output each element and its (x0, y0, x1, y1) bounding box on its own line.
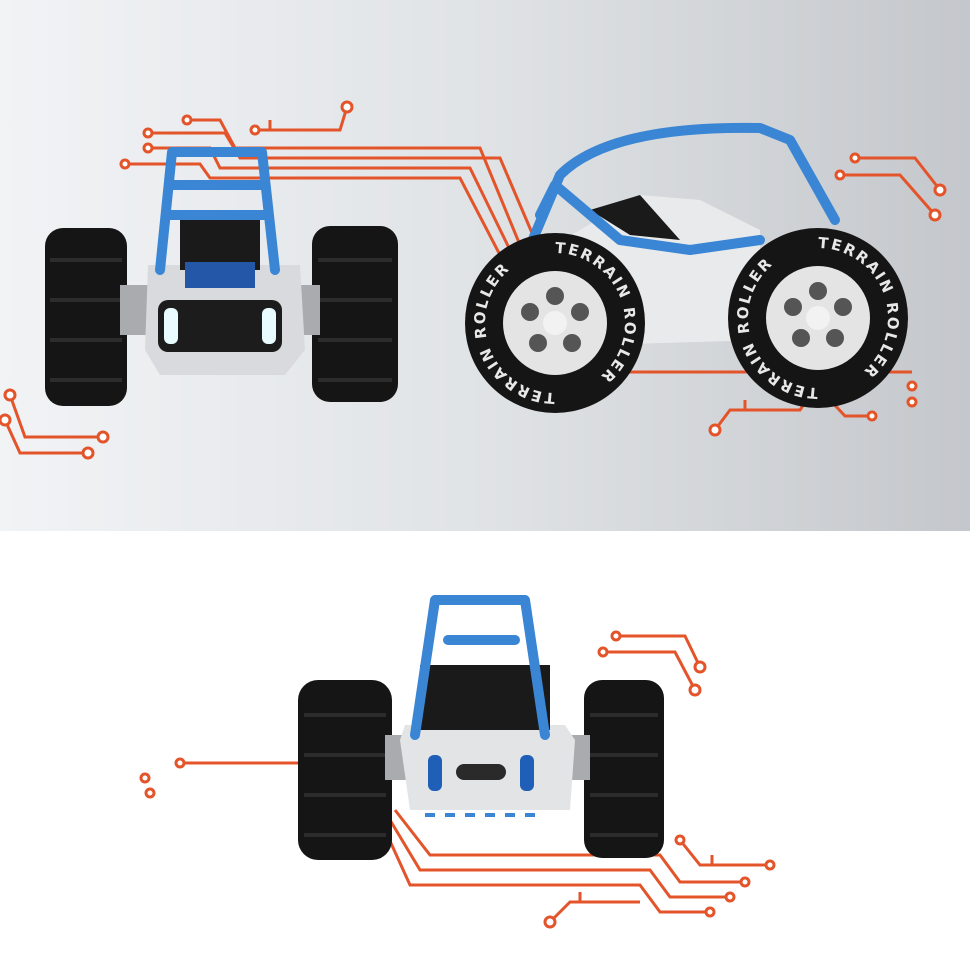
side-front-wheel: TERRAIN ROLLER TERRAIN ROLLER (728, 228, 908, 408)
car-side-view: TERRAIN ROLLER TERRAIN ROLLER TERRAIN RO… (465, 122, 908, 413)
left-wheel (45, 228, 127, 406)
car-rear-view (298, 595, 664, 860)
side-rear-wheel: TERRAIN ROLLER TERRAIN ROLLER (465, 233, 645, 413)
usb-c-port (456, 764, 506, 780)
car-front-view (45, 147, 398, 406)
right-wheel (312, 226, 398, 402)
left-wheel (298, 680, 392, 860)
right-wheel (584, 680, 664, 858)
circuit-traces-rear (139, 630, 776, 929)
